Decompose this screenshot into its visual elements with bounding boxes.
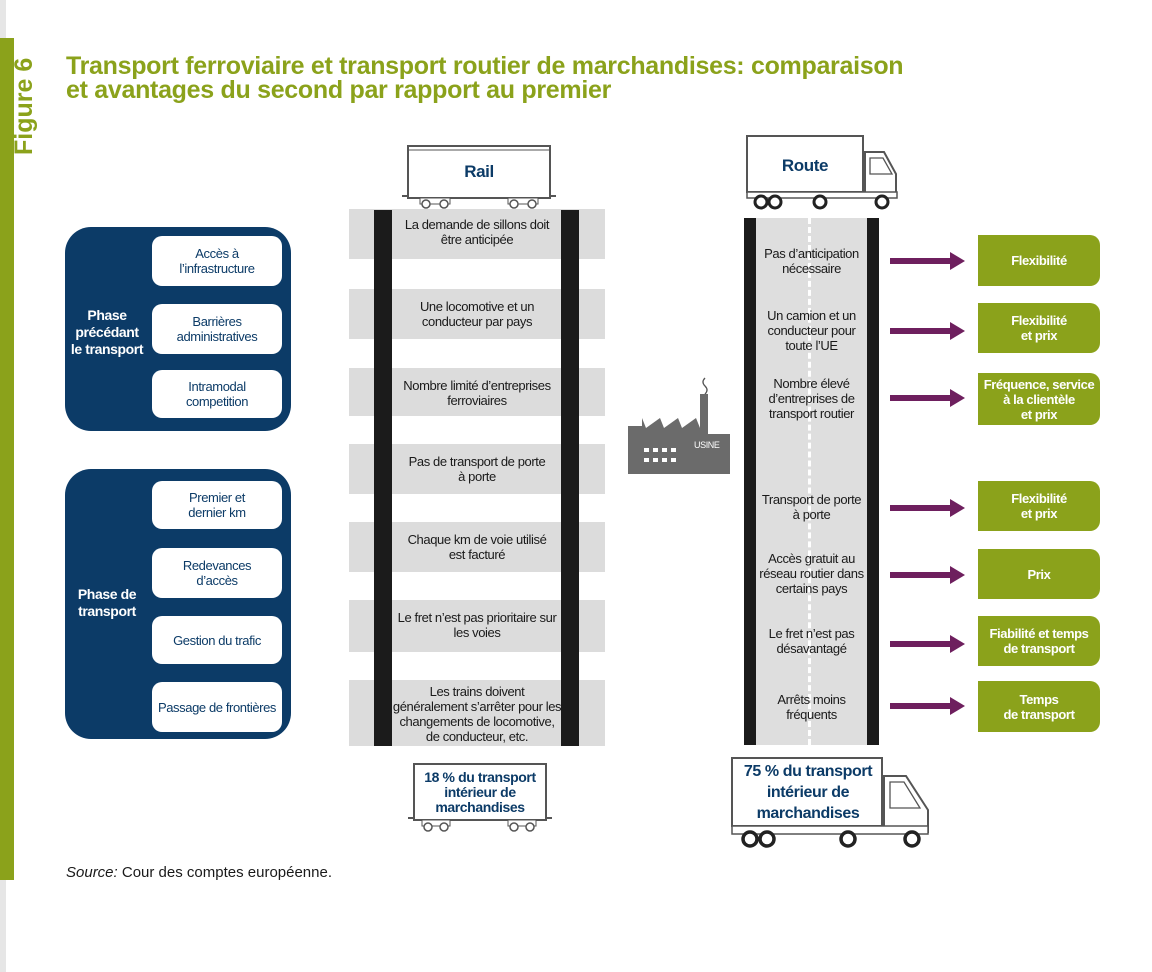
road-centre-line <box>808 218 811 745</box>
truck-bottom-icon <box>731 757 929 848</box>
advantage-box: Temps de transport <box>978 681 1100 732</box>
phase-item-access-infrastructure: Accès à l’infrastructure <box>152 236 282 286</box>
rail-item: Une locomotive et un conducteur par pays <box>419 299 535 329</box>
rail-track-left <box>374 210 392 746</box>
phase-item-traffic-management: Gestion du trafic <box>152 616 282 664</box>
title-line-2: et avantages du second par rapport au pr… <box>66 76 611 104</box>
arrow-icon <box>890 322 965 340</box>
figure-title: Transport ferroviaire et transport routi… <box>66 52 966 104</box>
road-item: Pas d’anticipation nécessaire <box>764 246 859 276</box>
rail-item: Le fret n’est pas prioritaire sur les vo… <box>397 610 557 640</box>
arrow-icon <box>890 389 965 407</box>
arrow-icon <box>890 697 965 715</box>
rail-item: Nombre limité d’entreprises ferroviaires <box>403 378 551 408</box>
rail-item: Pas de transport de porte à porte <box>408 454 546 484</box>
factory-label: USINE <box>694 440 720 450</box>
phase-item-border-crossing: Passage de frontières <box>152 682 282 732</box>
phase-item-administrative-barriers: Barrières administratives <box>152 304 282 354</box>
source-label: Source: <box>66 864 118 881</box>
advantage-box: Flexibilité <box>978 235 1100 286</box>
advantage-box: Flexibilité et prix <box>978 303 1100 353</box>
phase-item-first-last-km: Premier et dernier km <box>152 481 282 529</box>
arrow-icon <box>890 499 965 517</box>
rail-wagon-bottom-icon <box>408 763 552 832</box>
arrow-icon <box>890 566 965 584</box>
road-item: Arrêts moins fréquents <box>777 692 846 722</box>
figure-side-bar <box>0 38 14 880</box>
phase-transport-label: Phase de transport <box>77 586 137 619</box>
source-text: Cour des comptes européenne. <box>117 864 333 881</box>
road-item: Le fret n’est pas désavantagé <box>768 626 855 656</box>
road-strip <box>744 218 879 745</box>
road-item: Accès gratuit au réseau routier dans cer… <box>759 551 864 596</box>
train-wagon-icon <box>402 145 556 209</box>
road-title: Route <box>781 156 829 175</box>
advantage-box: Fréquence, service à la clientèle et pri… <box>978 373 1100 425</box>
arrow-icon <box>890 635 965 653</box>
advantage-box: Prix <box>978 549 1100 599</box>
rail-item: Les trains doivent généralement s’arrête… <box>392 684 562 744</box>
road-item: Nombre élevé d’entreprises de transport … <box>768 376 855 421</box>
road-item: Un camion et un conducteur pour toute l’… <box>767 308 856 353</box>
road-item: Transport de porte à porte <box>761 492 862 522</box>
source-note: Source: Cour des comptes européenne. <box>66 864 332 881</box>
figure-label: Figure 6 <box>10 57 38 155</box>
rail-track-right <box>561 210 579 746</box>
phase-item-intramodal-competition: Intramodal competition <box>152 370 282 418</box>
title-line-1: Transport ferroviaire et transport routi… <box>66 52 904 80</box>
rail-title: Rail <box>464 162 494 181</box>
phase-pre-transport-label: Phase précédant le transport <box>70 307 144 357</box>
advantage-box: Flexibilité et prix <box>978 481 1100 531</box>
truck-icon <box>746 135 898 210</box>
road-share: 75 % du transport intérieur de marchandi… <box>743 763 873 822</box>
rail-item: Chaque km de voie utilisé est facturé <box>407 532 547 562</box>
rail-share: 18 % du transport intérieur de marchandi… <box>424 769 536 815</box>
phase-item-access-charges: Redevances d’accès <box>152 548 282 598</box>
advantage-box: Fiabilité et temps de transport <box>978 616 1100 666</box>
factory-icon <box>628 377 730 474</box>
arrow-icon <box>890 252 965 270</box>
rail-item: La demande de sillons doit être anticipé… <box>404 217 550 247</box>
